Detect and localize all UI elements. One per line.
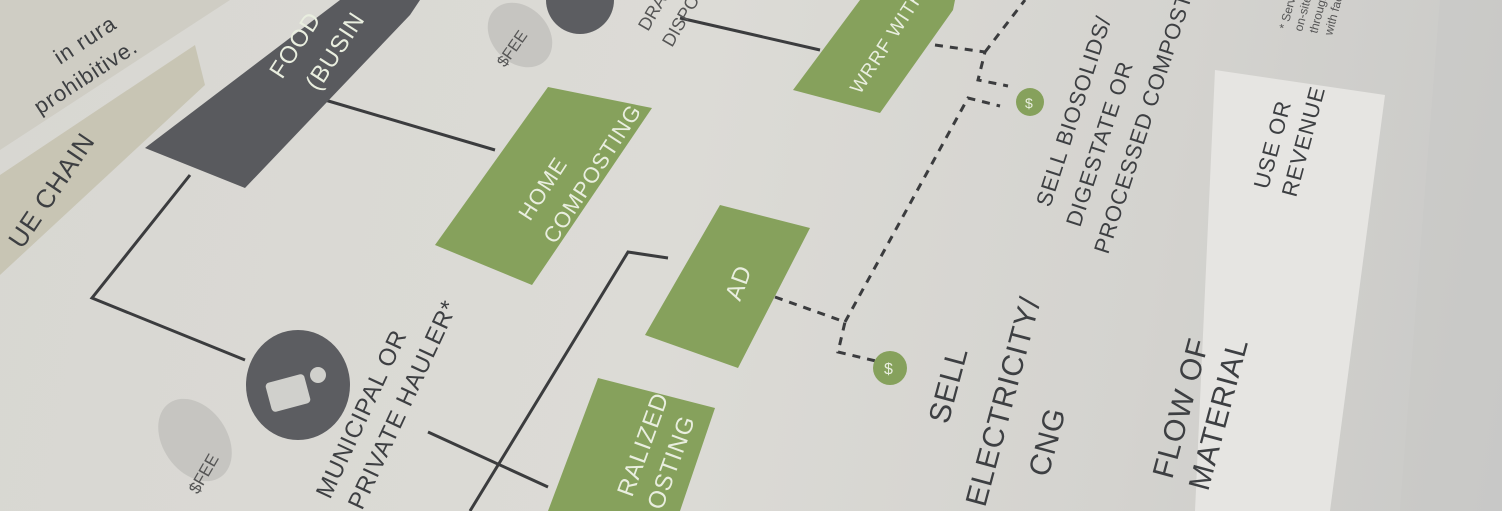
sell-electricity-3: CNG [1023,404,1073,480]
connector-lines [89,16,821,511]
dollar-icon: $ [884,361,894,378]
dollar-badge-electricity: $ [873,351,907,385]
paper-edge-shadow [1400,0,1502,511]
legend-panel [1195,70,1385,511]
sell-electricity-1: SELL [923,344,975,427]
dollar-badge-biosolids: $ [1016,88,1044,116]
sell-electricity-2: ELECTRICITY/ [960,293,1048,510]
side-band [0,45,205,275]
ad-box: AD [645,205,810,368]
centralized-composting-box: RALIZED OSTING [548,378,715,511]
drain-icon [546,0,614,34]
dollar-icon: $ [1025,95,1034,111]
fee-top-badge: $FEE [487,0,614,70]
home-composting-box: HOME COMPOSTING [435,87,652,285]
side-panel [0,0,230,150]
wrrf-box: WRRF WITH A [793,0,955,113]
